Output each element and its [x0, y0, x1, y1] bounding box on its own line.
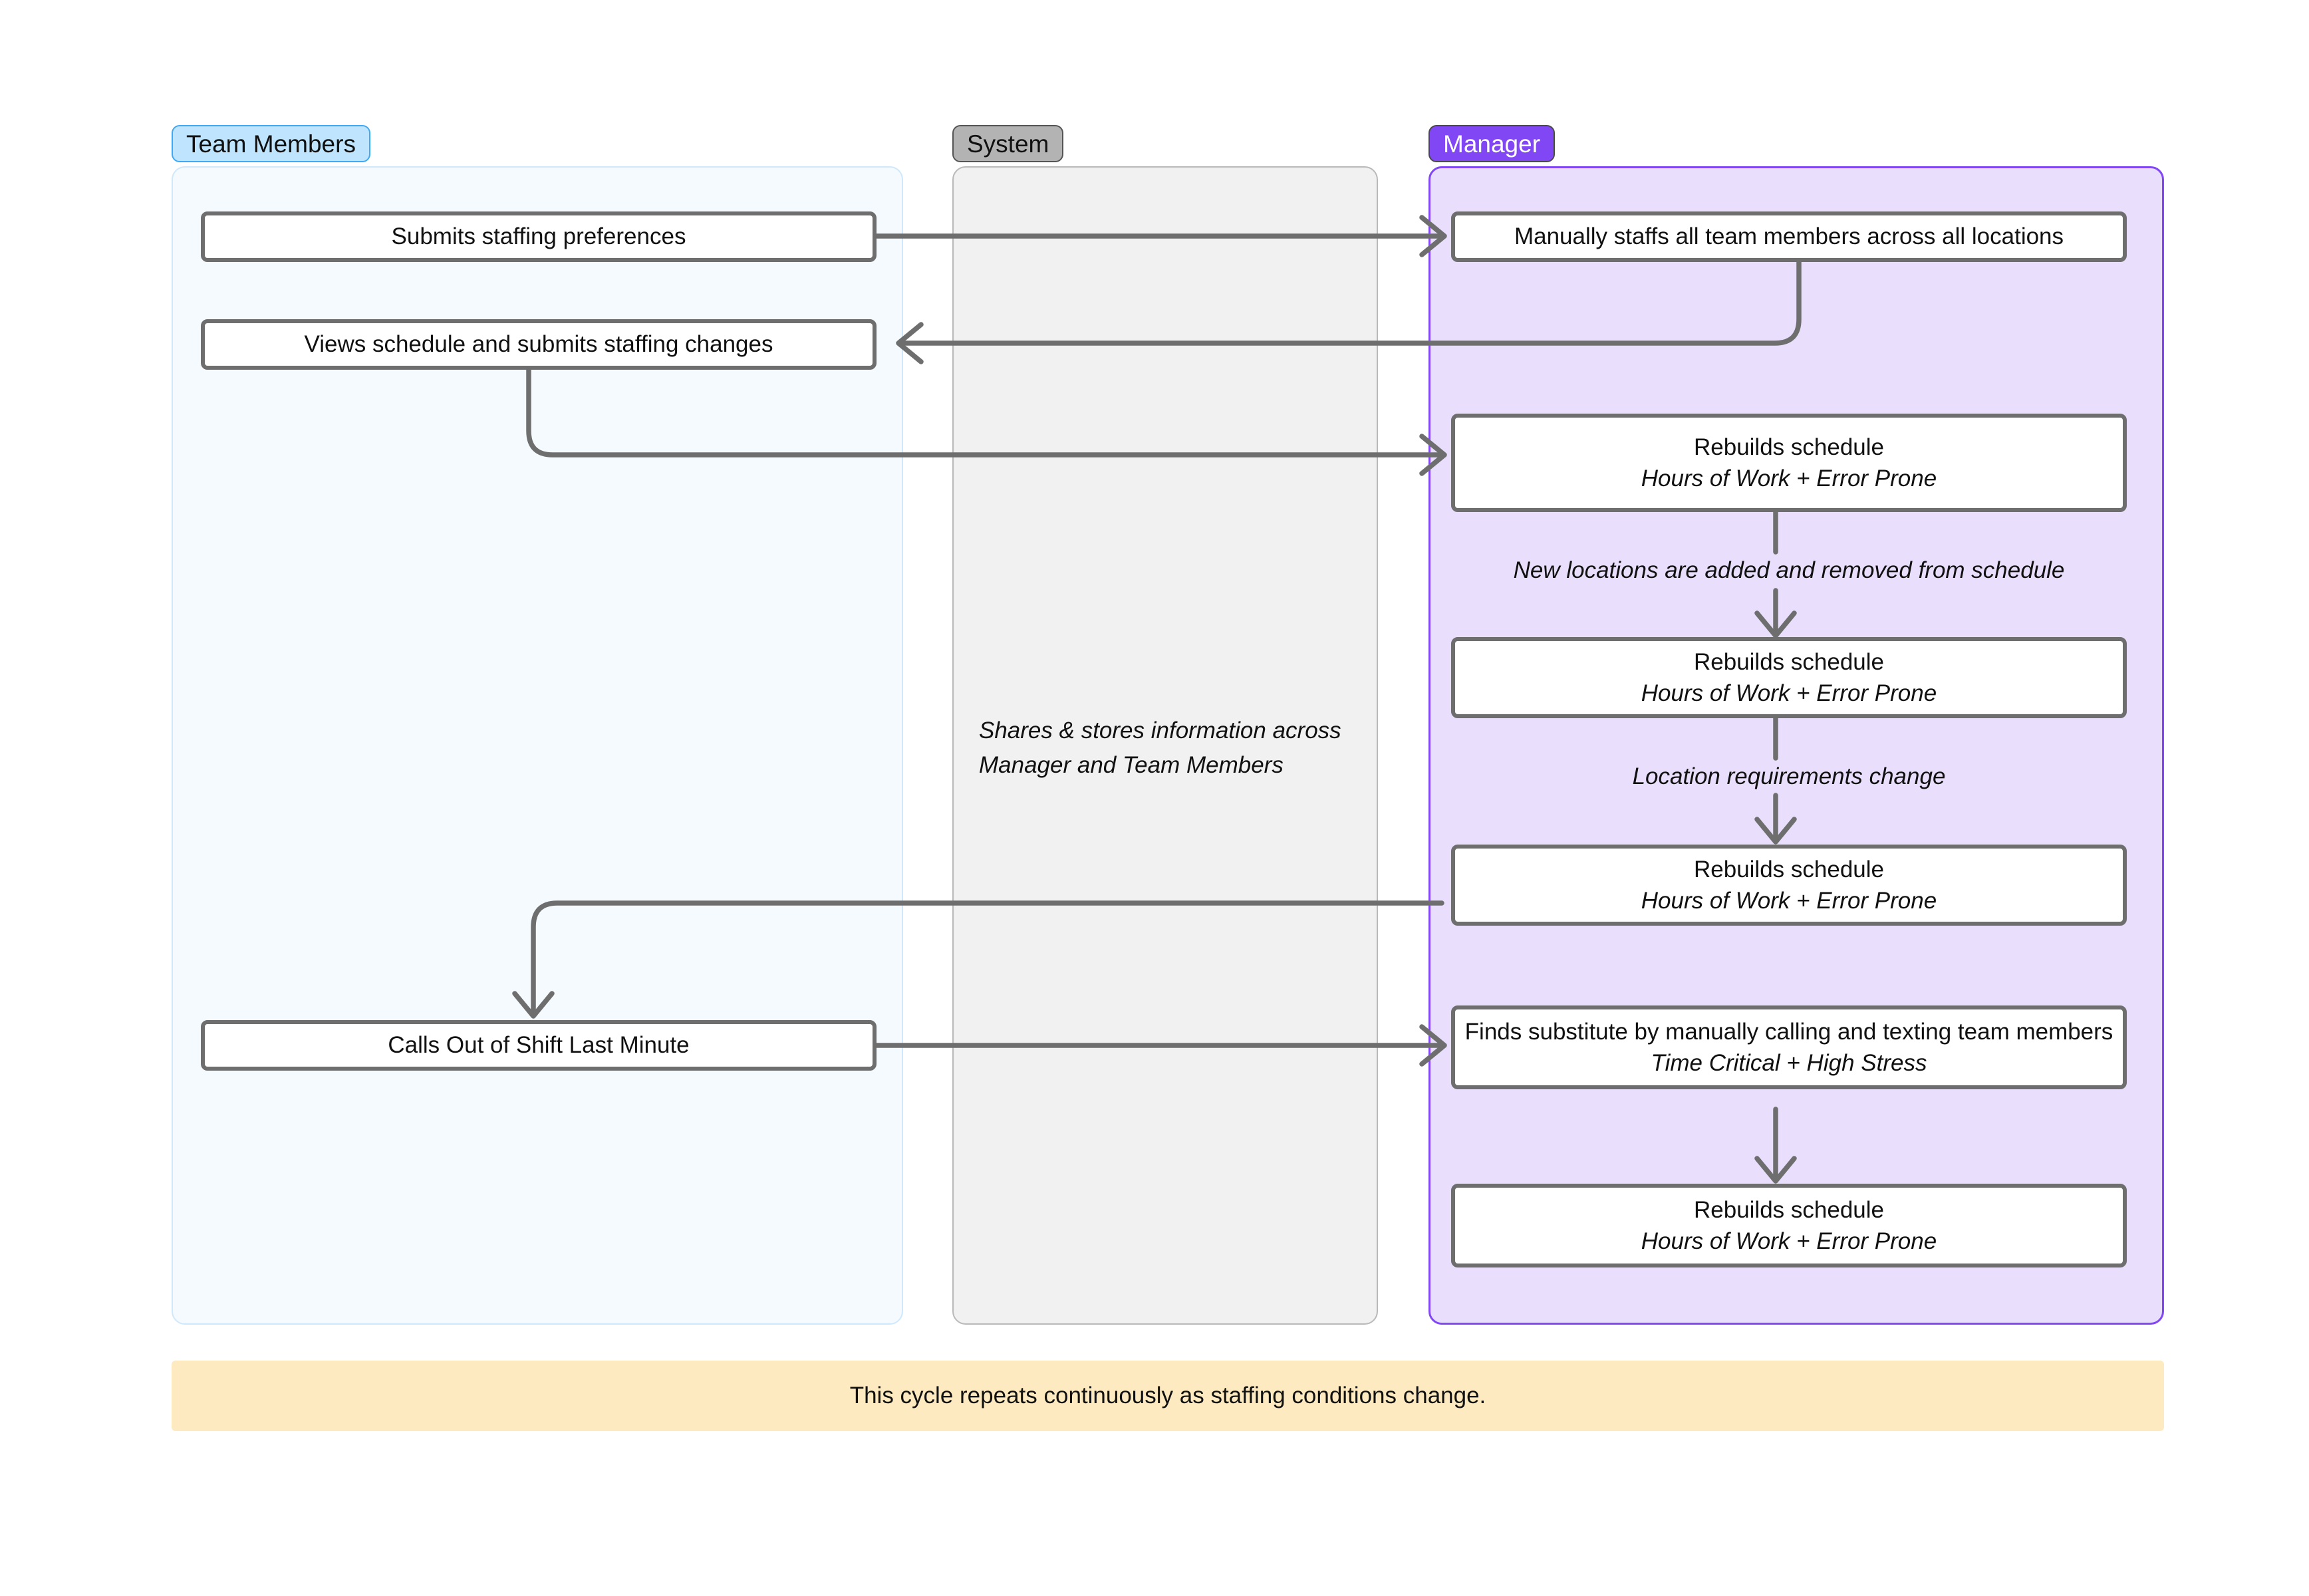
- lane-body-system: [952, 166, 1378, 1325]
- lane-title-team-members-label: Team Members: [186, 130, 356, 158]
- node-rebuilds-schedule-3[interactable]: Rebuilds schedule Hours of Work + Error …: [1451, 845, 2127, 926]
- node-calls-out-of-shift[interactable]: Calls Out of Shift Last Minute: [201, 1020, 877, 1071]
- edge-label-location-requirements: Location requirements change: [1451, 763, 2127, 790]
- node-label: Manually staffs all team members across …: [1514, 223, 2064, 250]
- node-label: Rebuilds schedule: [1693, 856, 1884, 882]
- node-sublabel: Time Critical + High Stress: [1651, 1050, 1927, 1076]
- lane-body-manager: [1428, 166, 2164, 1325]
- node-sublabel: Hours of Work + Error Prone: [1641, 680, 1937, 706]
- node-label: Calls Out of Shift Last Minute: [388, 1032, 690, 1059]
- lane-title-manager-label: Manager: [1443, 130, 1541, 158]
- node-submits-staffing-preferences[interactable]: Submits staffing preferences: [201, 211, 877, 262]
- edge-label-text: Location requirements change: [1632, 763, 1946, 789]
- edge-label-text: New locations are added and removed from…: [1513, 557, 2065, 583]
- node-manually-staffs-all-team-members[interactable]: Manually staffs all team members across …: [1451, 211, 2127, 262]
- node-rebuilds-schedule-4[interactable]: Rebuilds schedule Hours of Work + Error …: [1451, 1184, 2127, 1267]
- node-label: Rebuilds schedule: [1693, 1196, 1884, 1223]
- node-rebuilds-schedule-2[interactable]: Rebuilds schedule Hours of Work + Error …: [1451, 637, 2127, 718]
- node-views-schedule-submits-changes[interactable]: Views schedule and submits staffing chan…: [201, 319, 877, 370]
- lane-title-system-label: System: [967, 130, 1049, 158]
- node-label: Submits staffing preferences: [391, 223, 686, 250]
- node-label: Rebuilds schedule: [1693, 648, 1884, 675]
- system-lane-note-text: Shares & stores information across Manag…: [979, 717, 1341, 779]
- node-label: Rebuilds schedule: [1693, 434, 1884, 460]
- node-sublabel: Hours of Work + Error Prone: [1641, 888, 1937, 914]
- node-sublabel: Hours of Work + Error Prone: [1641, 1228, 1937, 1254]
- node-label: Finds substitute by manually calling and…: [1464, 1018, 2113, 1045]
- footer-banner: This cycle repeats continuously as staff…: [172, 1361, 2164, 1431]
- edge-label-new-locations: New locations are added and removed from…: [1451, 557, 2127, 584]
- footer-banner-text: This cycle repeats continuously as staff…: [849, 1383, 1486, 1408]
- node-rebuilds-schedule-1[interactable]: Rebuilds schedule Hours of Work + Error …: [1451, 414, 2127, 512]
- lane-title-team-members: Team Members: [172, 125, 370, 162]
- system-lane-note: Shares & stores information across Manag…: [979, 678, 1351, 783]
- lane-title-manager: Manager: [1428, 125, 1556, 162]
- node-finds-substitute[interactable]: Finds substitute by manually calling and…: [1451, 1005, 2127, 1089]
- node-label: Views schedule and submits staffing chan…: [304, 331, 773, 358]
- node-sublabel: Hours of Work + Error Prone: [1641, 466, 1937, 491]
- lane-title-system: System: [952, 125, 1064, 162]
